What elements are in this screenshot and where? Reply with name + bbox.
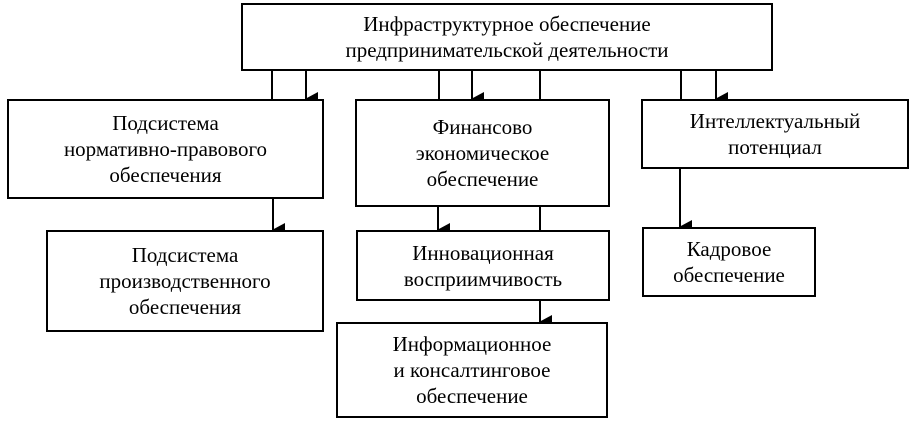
node-root-label: Инфраструктурное обеспечение предпринима…	[345, 12, 669, 62]
node-information-label: Информационное и консалтинговое обеспече…	[392, 332, 552, 408]
node-intellect: Интеллектуальный потенциал	[641, 99, 909, 169]
node-finance-label: Финансово экономическое обеспечение	[415, 115, 550, 191]
node-innovation: Инновационная восприимчивость	[356, 230, 610, 301]
node-personnel: Кадровое обеспечение	[642, 227, 816, 297]
node-information: Информационное и консалтинговое обеспече…	[336, 322, 608, 418]
node-personnel-label: Кадровое обеспечение	[673, 237, 785, 287]
node-normative: Подсистема нормативно-правового обеспече…	[7, 99, 324, 199]
node-finance: Финансово экономическое обеспечение	[355, 99, 610, 207]
node-innovation-label: Инновационная восприимчивость	[403, 240, 563, 291]
node-root: Инфраструктурное обеспечение предпринима…	[241, 3, 773, 71]
node-production: Подсистема производственного обеспечения	[46, 230, 324, 332]
node-intellect-label: Интеллектуальный потенциал	[689, 109, 861, 159]
node-normative-label: Подсистема нормативно-правового обеспече…	[63, 111, 268, 187]
node-production-label: Подсистема производственного обеспечения	[99, 243, 271, 319]
